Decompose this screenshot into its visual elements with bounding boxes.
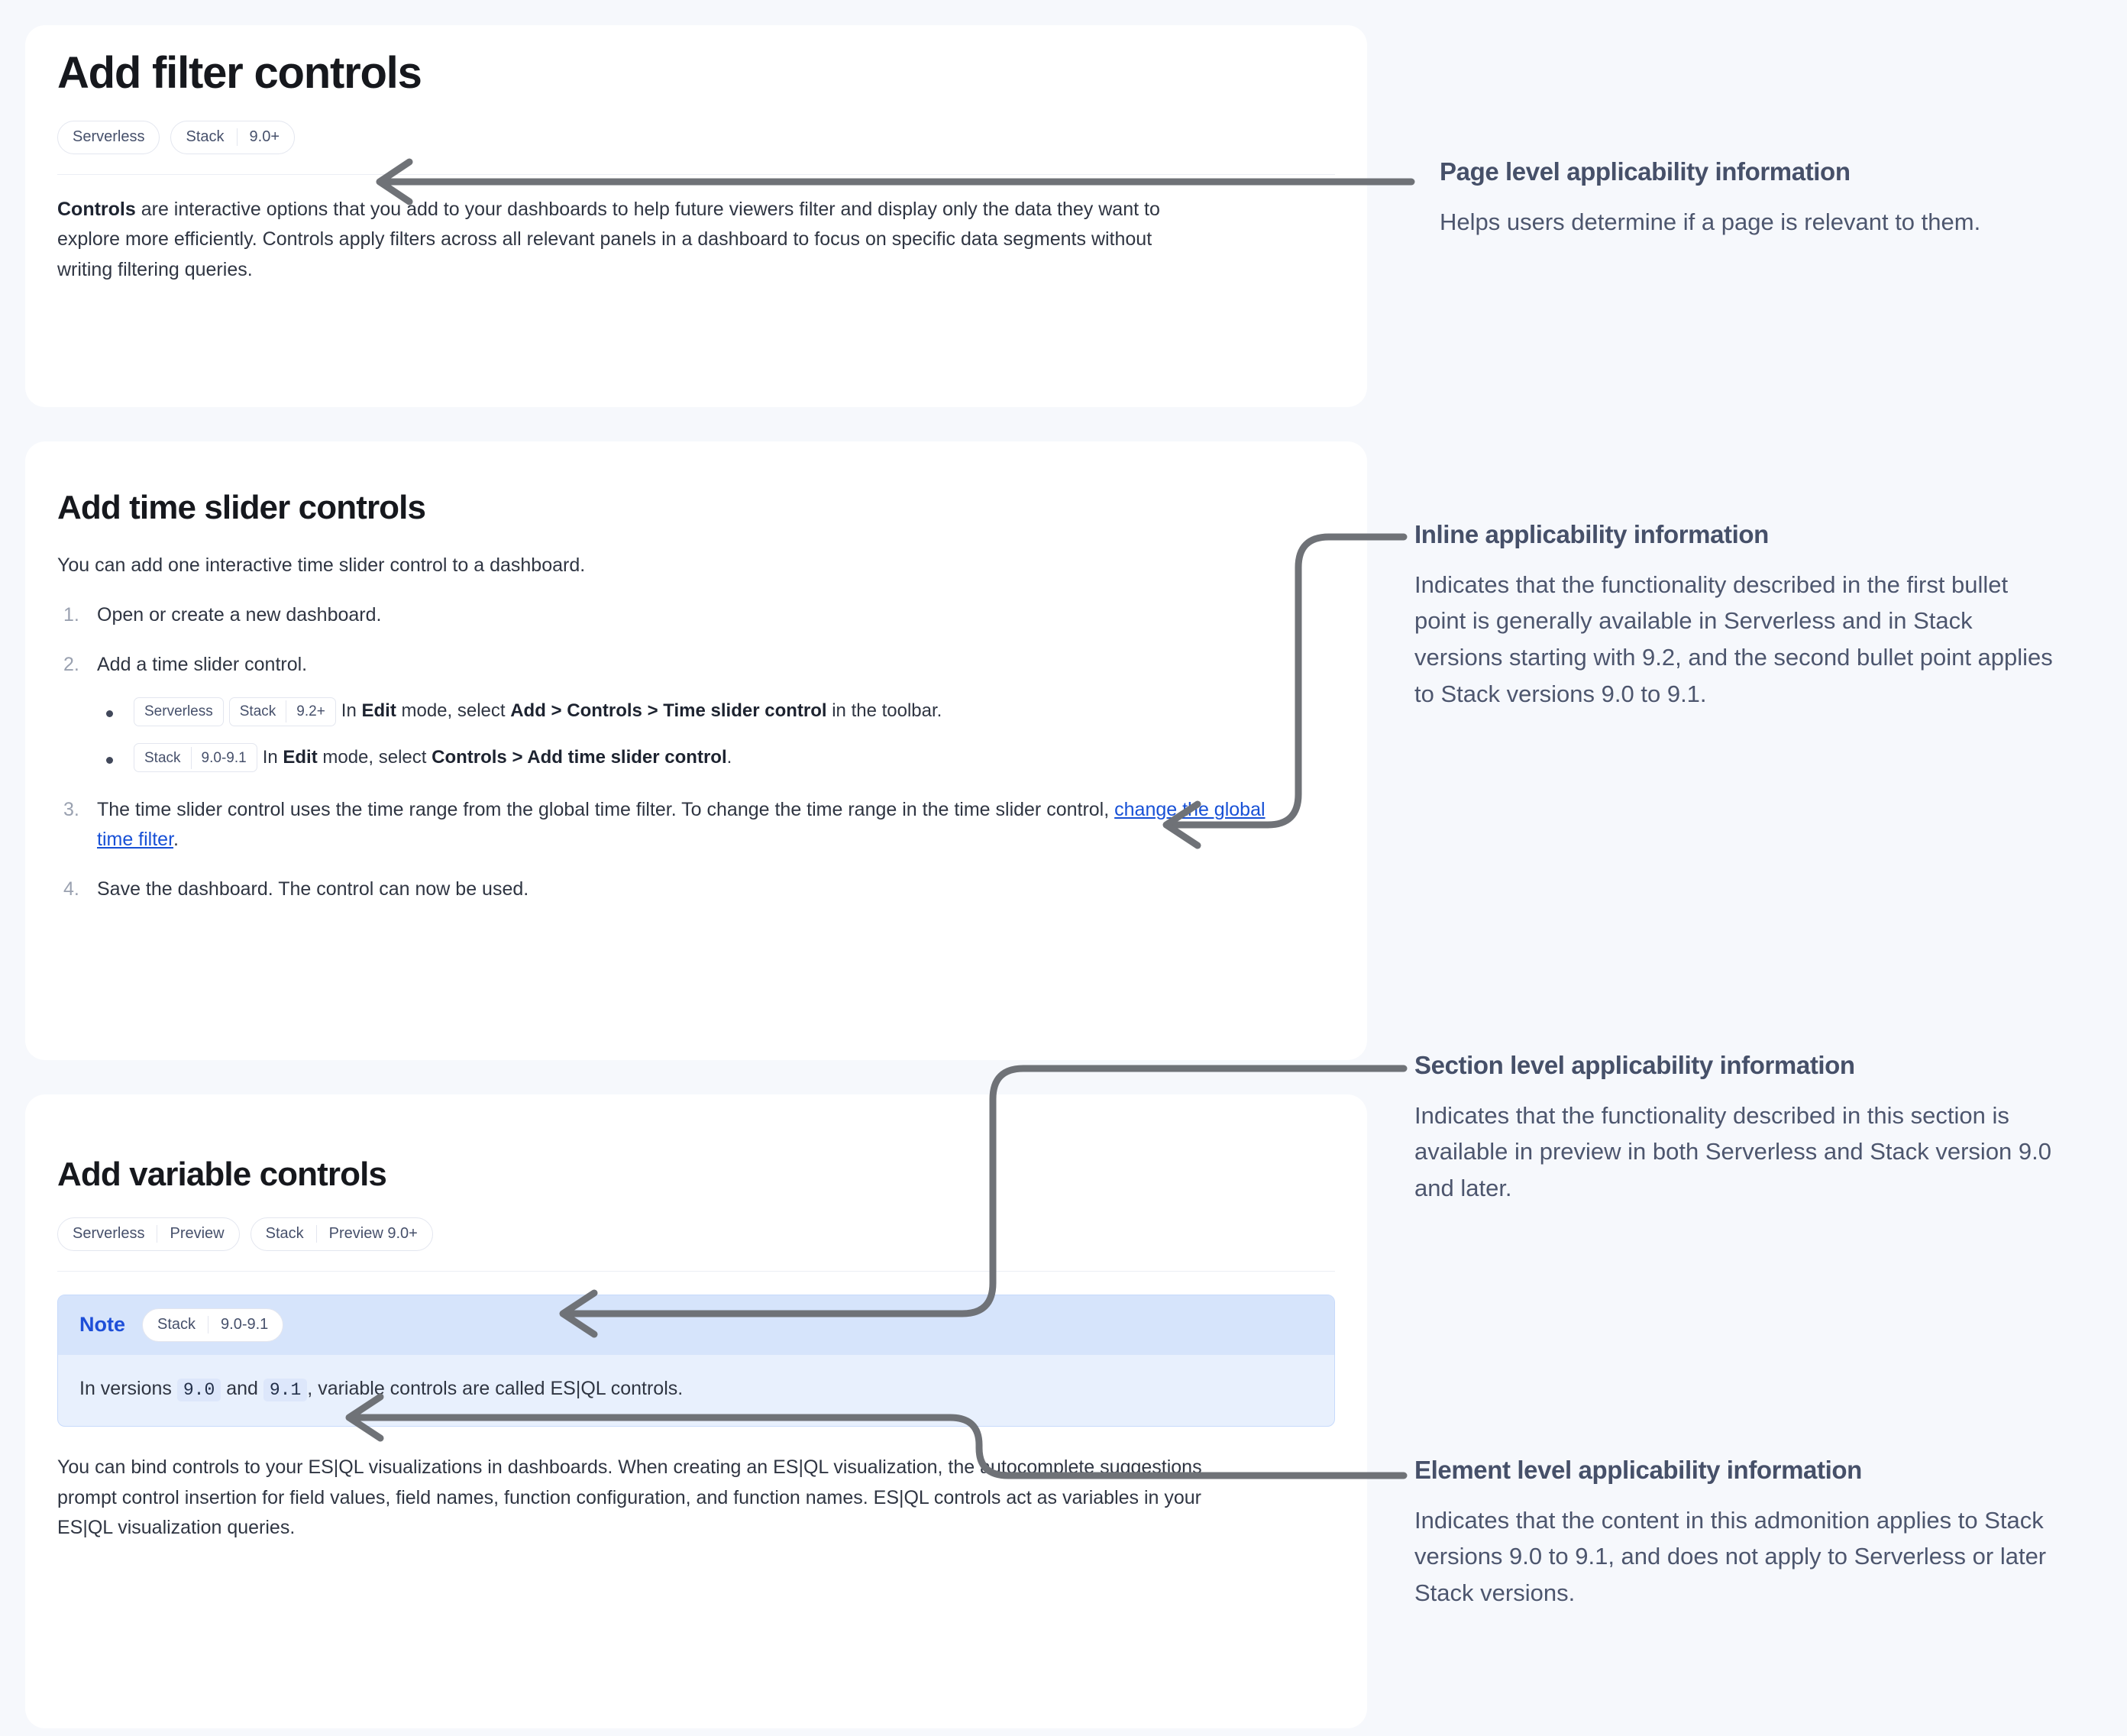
pill-segment-label: Stack [265, 1225, 304, 1243]
note-code-version-1: 9.0 [176, 1378, 221, 1401]
bullet-bold-3: Add time slider control [527, 746, 727, 768]
note-applicability-pill-stack[interactable]: Stack 9.0-9.1 [142, 1308, 284, 1342]
step-text: Add a time slider control. [97, 654, 308, 676]
pill-segment-version: 9.0-9.1 [208, 1316, 280, 1334]
step-item: Open or create a new dashboard. [57, 600, 1335, 630]
section-divider [57, 1270, 1335, 1272]
time-slider-steps: Open or create a new dashboard. Add a ti… [57, 600, 1335, 904]
bullet-text-suffix: in the toolbar. [826, 700, 942, 722]
section-applicability-pills: Serverless Preview Stack Preview 9.0+ [57, 1217, 1335, 1251]
bullet-text-prefix: In [262, 746, 283, 768]
step-text-after-link: . [173, 829, 179, 851]
annotation-body: Indicates that the functionality describ… [1414, 571, 2053, 707]
pill-segment-version: 9.0+ [236, 128, 292, 147]
note-text-2: and [221, 1377, 263, 1399]
badge-segment-version: 9.2+ [286, 700, 335, 723]
bullet-bold-2: Add [510, 700, 546, 722]
time-slider-section-card: Add time slider controls You can add one… [25, 441, 1367, 1060]
step-item: The time slider control uses the time ra… [57, 795, 1272, 855]
annotation-body: Indicates that the content in this admon… [1414, 1506, 2047, 1607]
step-text: Save the dashboard. The control can now … [97, 878, 529, 900]
page-title: Add filter controls [57, 48, 422, 98]
variable-controls-section-card: Add variable controls Serverless Preview… [25, 1094, 1367, 1728]
annotation-heading: Inline applicability information [1414, 520, 1769, 548]
pill-segment-lifecycle-version: Preview 9.0+ [315, 1225, 430, 1243]
step-item: Add a time slider control. Serverless St… [57, 650, 1335, 773]
step-item: Save the dashboard. The control can now … [57, 874, 1335, 904]
bullet-separator-1: > [506, 746, 528, 768]
page-applicability-pills: Serverless Stack 9.0+ [57, 120, 1335, 154]
bullet-text-suffix: . [726, 746, 732, 768]
annotation-section-level: Section level applicability information … [1414, 1050, 2064, 1207]
badge-segment-version: 9.0-9.1 [190, 746, 257, 770]
step-text: Open or create a new dashboard. [97, 604, 382, 626]
bullet-separator-1: > [545, 700, 567, 722]
intro-lead-term: Controls [57, 198, 136, 220]
bullet-item: Stack 9.0-9.1 In Edit mode, select Contr… [97, 743, 1335, 773]
pill-segment-lifecycle: Preview [157, 1225, 236, 1243]
pill-segment-label: Stack [157, 1316, 196, 1334]
time-slider-bullet-list: Serverless Stack 9.2+ In Edit mode, sele… [97, 697, 1335, 773]
annotation-body: Helps users determine if a page is relev… [1440, 208, 1981, 235]
applicability-pill-serverless[interactable]: Serverless [57, 120, 160, 154]
annotation-element-level: Element level applicability information … [1414, 1455, 2064, 1612]
inline-badge-stack[interactable]: Stack 9.2+ [228, 697, 336, 726]
note-text-3: , variable controls are called ES|QL con… [307, 1377, 684, 1399]
variable-section-body: You can bind controls to your ES|QL visu… [57, 1456, 1202, 1539]
pill-segment-label: Stack [186, 128, 225, 146]
annotation-heading: Page level applicability information [1440, 157, 1851, 186]
inline-badge-serverless[interactable]: Serverless [134, 697, 224, 726]
annotation-body: Indicates that the functionality describ… [1414, 1101, 2052, 1202]
bullet-text-mid: mode, select [317, 746, 432, 768]
inline-badge-stack[interactable]: Stack 9.0-9.1 [134, 743, 257, 773]
bullet-bold-4: Time slider control [663, 700, 827, 722]
variable-section-title: Add variable controls [57, 1156, 387, 1193]
annotation-inline-level: Inline applicability information Indicat… [1414, 519, 2064, 713]
badge-segment-label: Stack [144, 749, 181, 766]
bullet-bold-1: Edit [283, 746, 318, 768]
badge-segment-label: Serverless [144, 703, 213, 720]
page-header-card: Add filter controls Serverless Stack 9.0… [25, 25, 1367, 407]
bullet-item: Serverless Stack 9.2+ In Edit mode, sele… [97, 697, 1335, 726]
bullet-separator-2: > [642, 700, 664, 722]
annotation-heading: Section level applicability information [1414, 1051, 1855, 1079]
bullet-bold-1: Edit [361, 700, 396, 722]
page-intro-paragraph: Controls are interactive options that yo… [57, 195, 1203, 286]
bullet-bold-2: Controls [432, 746, 507, 768]
time-slider-section-title: Add time slider controls [57, 489, 426, 526]
applicability-pill-stack[interactable]: Stack 9.0+ [170, 120, 295, 154]
annotation-page-level: Page level applicability information Hel… [1440, 157, 2089, 240]
note-code-version-2: 9.1 [263, 1378, 308, 1401]
note-text-1: In versions [79, 1377, 177, 1399]
step-text-before-link: The time slider control uses the time ra… [97, 799, 1115, 821]
applicability-pill-stack-preview[interactable]: Stack Preview 9.0+ [250, 1217, 433, 1251]
bullet-text-mid: mode, select [396, 700, 511, 722]
bullet-text-prefix: In [341, 700, 362, 722]
note-admonition: Note Stack 9.0-9.1 In versions 9.0 and 9… [57, 1294, 1335, 1427]
header-divider [57, 173, 1335, 175]
intro-rest-text: are interactive options that you add to … [57, 198, 1160, 280]
applicability-pill-serverless-preview[interactable]: Serverless Preview [57, 1217, 240, 1251]
time-slider-intro: You can add one interactive time slider … [57, 554, 586, 576]
badge-segment-label: Stack [239, 703, 276, 720]
bullet-bold-3: Controls [567, 700, 642, 722]
note-body: In versions 9.0 and 9.1, variable contro… [58, 1355, 1334, 1427]
note-header: Note Stack 9.0-9.1 [58, 1295, 1334, 1355]
annotation-heading: Element level applicability information [1414, 1456, 1862, 1484]
pill-segment-label: Serverless [73, 1225, 145, 1243]
note-label: Note [79, 1313, 125, 1337]
pill-segment-label: Serverless [73, 128, 145, 146]
document-column: Add filter controls Serverless Stack 9.0… [25, 25, 1367, 1728]
